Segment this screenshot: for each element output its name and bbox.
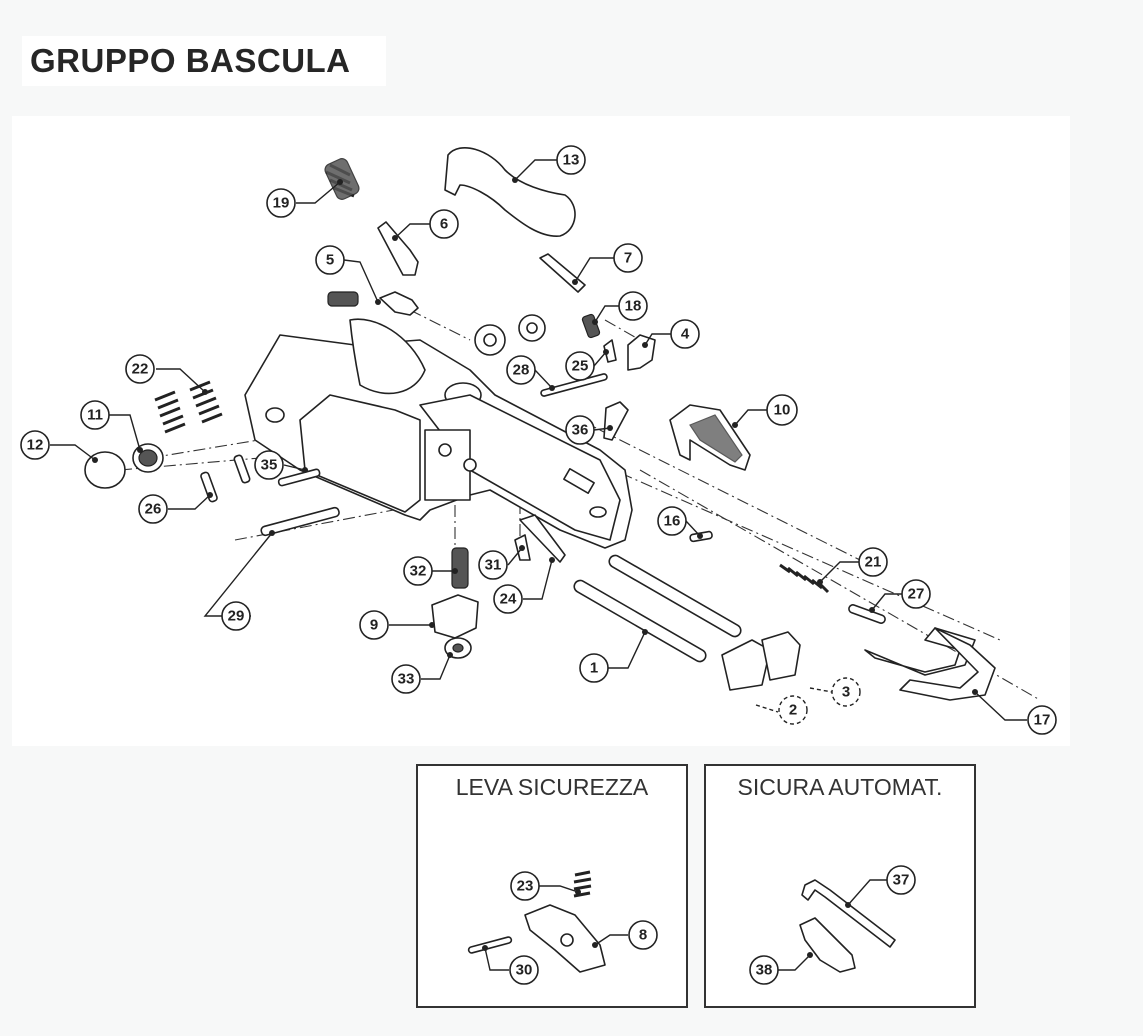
svg-text:13: 13 [563, 152, 580, 169]
callout-37: 37 [886, 865, 916, 895]
callout-27: 27 [901, 579, 931, 609]
callout-13: 13 [556, 145, 586, 175]
svg-text:8: 8 [639, 927, 647, 944]
callout-6: 6 [429, 209, 459, 239]
callout-19: 19 [266, 188, 296, 218]
svg-text:9: 9 [370, 617, 378, 634]
callout-18: 18 [618, 291, 648, 321]
inset-right-title: SICURA AUTOMAT. [737, 774, 943, 800]
callout-30: 30 [509, 955, 539, 985]
callout-12: 12 [20, 430, 50, 460]
callout-36: 36 [565, 415, 595, 445]
svg-text:19: 19 [273, 195, 290, 212]
callout-17: 17 [1027, 705, 1057, 735]
svg-text:7: 7 [624, 250, 632, 267]
callout-32: 32 [403, 556, 433, 586]
callout-26: 26 [138, 494, 168, 524]
callout-7: 7 [613, 243, 643, 273]
lower-parts [431, 514, 996, 713]
callout-25: 25 [565, 351, 595, 381]
top-lever-part-13 [444, 146, 576, 237]
svg-text:26: 26 [145, 501, 162, 518]
inset-right-parts [778, 879, 896, 973]
callout-1: 1 [579, 653, 609, 683]
callout-23: 23 [510, 871, 540, 901]
svg-text:27: 27 [908, 586, 925, 603]
inset-left-title: LEVA SICUREZZA [455, 774, 649, 800]
callout-22: 22 [125, 354, 155, 384]
receiver-body [244, 318, 633, 549]
svg-text:36: 36 [572, 422, 589, 439]
callout-3: 3 [831, 677, 861, 707]
svg-text:31: 31 [485, 557, 502, 574]
svg-text:4: 4 [681, 326, 690, 343]
svg-text:30: 30 [516, 962, 533, 979]
callout-4: 4 [670, 319, 700, 349]
callout-28: 28 [506, 355, 536, 385]
inset-leva-sicurezza: LEVA SICUREZZA [416, 764, 688, 1008]
svg-text:6: 6 [440, 216, 448, 233]
svg-text:1: 1 [590, 660, 598, 677]
callout-35: 35 [254, 450, 284, 480]
callout-8: 8 [628, 920, 658, 950]
svg-text:23: 23 [517, 878, 534, 895]
svg-text:33: 33 [398, 671, 415, 688]
svg-text:37: 37 [893, 872, 910, 889]
title-box: GRUPPO BASCULA [22, 36, 386, 86]
svg-text:12: 12 [27, 437, 44, 454]
svg-text:35: 35 [261, 457, 278, 474]
callout-38: 38 [749, 955, 779, 985]
leader-dots [92, 177, 978, 695]
small-parts [324, 158, 751, 471]
svg-text:25: 25 [572, 358, 589, 375]
svg-text:5: 5 [326, 252, 334, 269]
svg-text:10: 10 [774, 402, 791, 419]
svg-text:3: 3 [842, 684, 850, 701]
page-title: GRUPPO BASCULA [30, 42, 351, 79]
svg-text:21: 21 [865, 554, 882, 571]
svg-text:18: 18 [625, 298, 642, 315]
callout-2: 2 [778, 695, 808, 725]
svg-text:11: 11 [87, 407, 103, 424]
svg-text:28: 28 [513, 362, 530, 379]
svg-text:38: 38 [756, 962, 773, 979]
svg-text:29: 29 [228, 608, 245, 625]
callout-33: 33 [391, 664, 421, 694]
callout-11: 11 [80, 400, 110, 430]
callout-5: 5 [315, 245, 345, 275]
svg-text:2: 2 [789, 702, 797, 719]
svg-text:22: 22 [132, 361, 149, 378]
callout-31: 31 [478, 550, 508, 580]
callout-10: 10 [766, 394, 798, 426]
callout-24: 24 [493, 584, 523, 614]
svg-text:16: 16 [664, 513, 681, 530]
callout-9: 9 [359, 610, 389, 640]
callout-21: 21 [858, 547, 888, 577]
callout-29: 29 [221, 601, 251, 631]
svg-text:24: 24 [500, 591, 517, 608]
callout-16: 16 [657, 506, 687, 536]
svg-text:32: 32 [410, 563, 427, 580]
inset-left-parts [467, 870, 628, 973]
svg-text:17: 17 [1034, 712, 1051, 729]
